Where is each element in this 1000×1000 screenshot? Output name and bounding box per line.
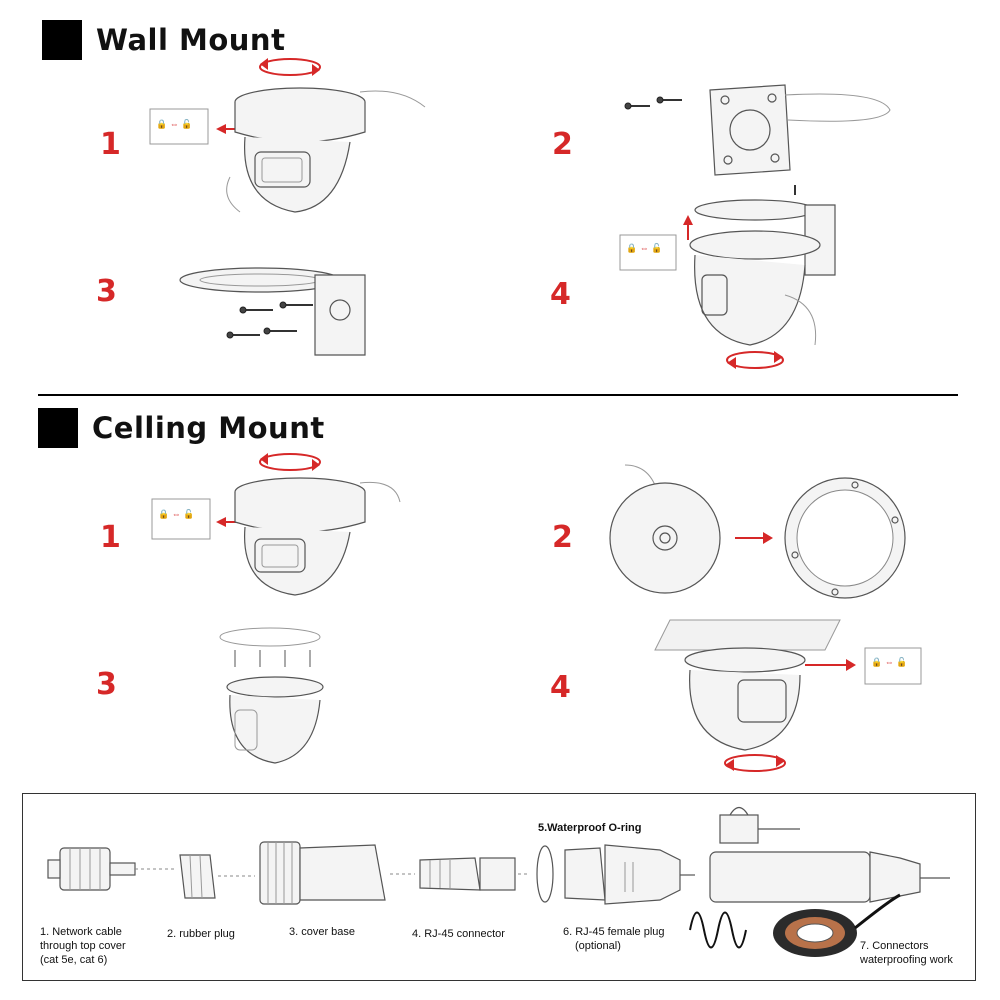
section-title: Wall Mount (96, 23, 286, 57)
ceiling-step-number: 2 (552, 520, 573, 555)
part-label-line: 7. Connectors (860, 940, 929, 952)
wall-step-number: 1 (100, 127, 121, 162)
ceiling-ring-screws-illustration (219, 627, 324, 764)
oring-callout: 5.Waterproof O-ring (538, 822, 642, 834)
part-label-network-cable: 1. Network cable through top cover (cat … (40, 925, 126, 967)
section-title: Celling Mount (92, 411, 325, 445)
part-label-rj45-connector: 4. RJ-45 connector (412, 928, 505, 940)
connector-parts-panel (22, 793, 976, 981)
svg-text:🔒 ⇔ 🔓: 🔒 ⇔ 🔓 (871, 656, 907, 667)
part-label-line: waterproofing work (860, 954, 953, 966)
connector-parts-illustration (47, 806, 950, 957)
svg-text:🔒 ⇔ 🔓: 🔒 ⇔ 🔓 (156, 118, 192, 129)
part-label-female-plug: 6. RJ-45 female plug (optional) (563, 925, 665, 953)
part-label-rubber-plug: 2. rubber plug (167, 928, 235, 940)
ceiling-camera-lock-illustration: 🔒 ⇔ 🔓 (654, 619, 922, 772)
part-label-line: (cat 5e, cat 6) (40, 954, 108, 966)
ceiling-step-number: 1 (100, 520, 121, 555)
svg-text:🔒 ⇔ 🔓: 🔒 ⇔ 🔓 (626, 242, 662, 253)
wall-step-number: 3 (96, 274, 117, 309)
part-label-line: through top cover (40, 940, 126, 952)
part-label-waterproofing: 7. Connectors waterproofing work (860, 939, 953, 967)
title-block-icon (42, 20, 82, 60)
part-label-line: (optional) (575, 940, 621, 952)
wall-step-number: 4 (550, 277, 571, 312)
camera-twist-unlock-illustration: 🔒 ⇔ 🔓 (149, 58, 426, 213)
ceiling-camera-twist-illustration: 🔒 ⇔ 🔓 (151, 453, 401, 596)
ceiling-step-number: 4 (550, 670, 571, 705)
wall-mount-heading: Wall Mount (42, 20, 285, 60)
part-label-line: 1. Network cable (40, 926, 122, 938)
ceiling-step-number: 3 (96, 667, 117, 702)
ceiling-base-plate-illustration (609, 464, 906, 599)
part-label-line: 6. RJ-45 female plug (563, 926, 665, 938)
wall-camera-lock-illustration: 🔒 ⇔ 🔓 (619, 199, 836, 369)
svg-text:🔒 ⇔ 🔓: 🔒 ⇔ 🔓 (158, 508, 194, 519)
title-block-icon (38, 408, 78, 448)
wall-ring-bracket-illustration (179, 267, 366, 356)
part-label-cover-base: 3. cover base (289, 926, 356, 938)
wall-step-number: 2 (552, 127, 573, 162)
section-divider (38, 394, 958, 396)
ceiling-mount-heading: Celling Mount (38, 408, 325, 448)
wall-bracket-screws-illustration (624, 84, 891, 195)
